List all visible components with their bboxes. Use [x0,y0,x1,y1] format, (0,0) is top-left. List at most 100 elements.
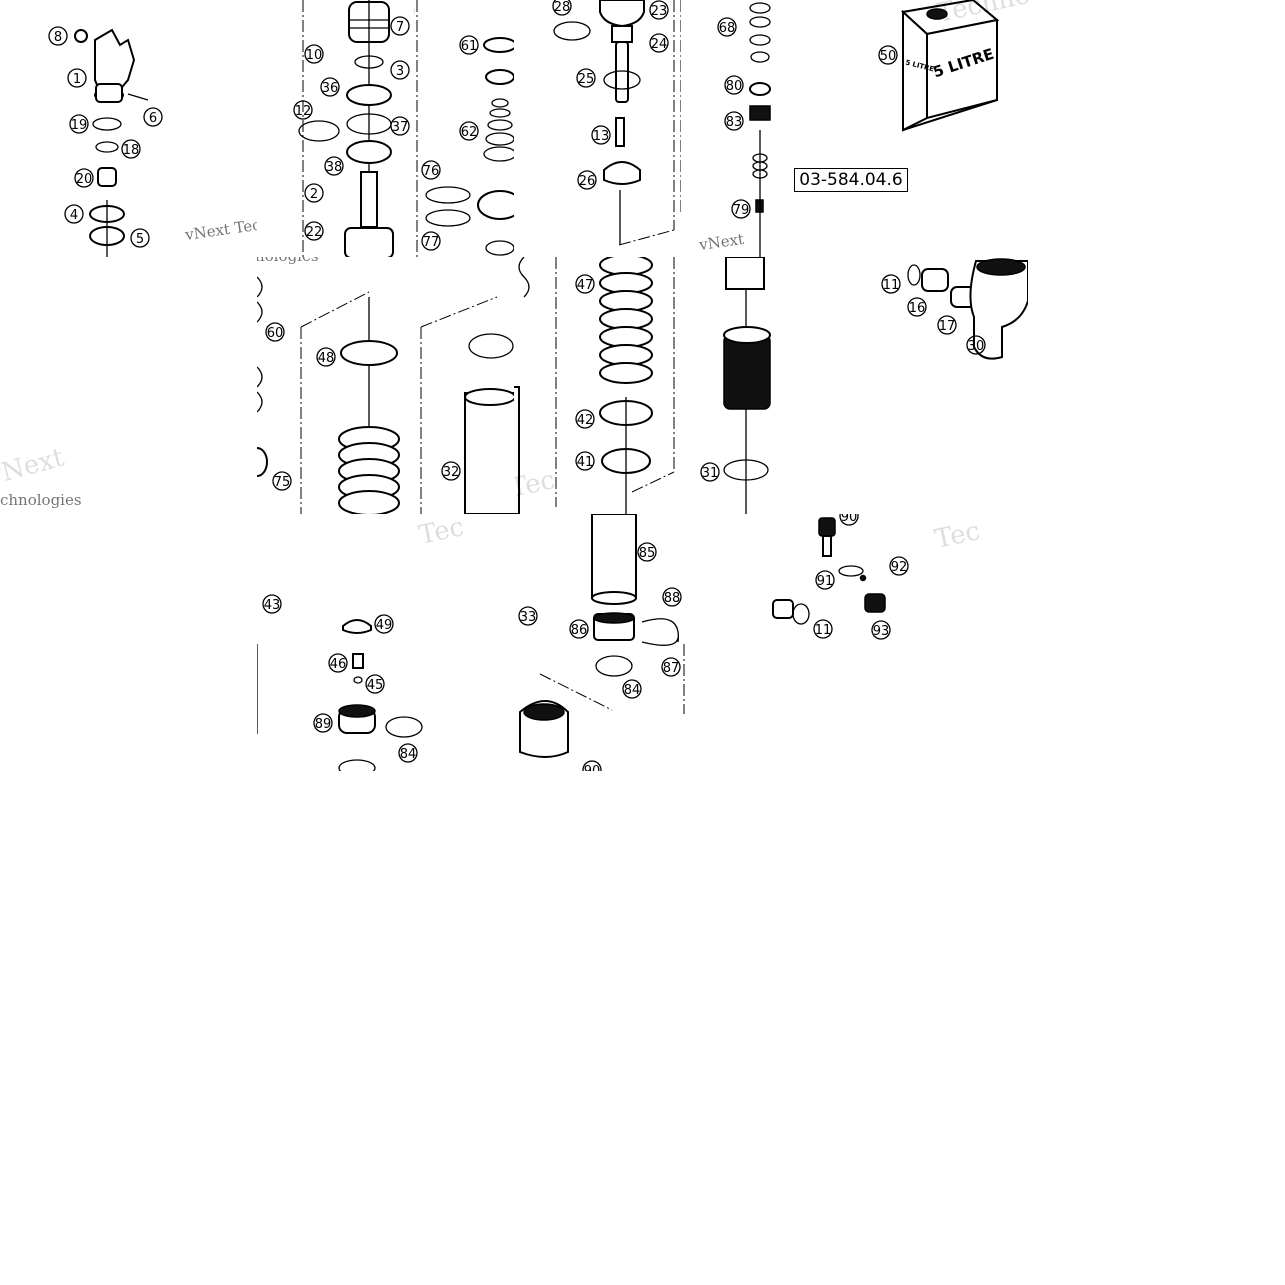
tile-shim-left: 61 62 76 77 [415,0,514,257]
callout-marker: 61 [459,35,479,55]
tile-adjuster: 90 91 92 93 11 Tec [771,514,1028,771]
callout-label: 90 [584,764,601,771]
callout-label: 86 [571,623,588,638]
callout-label: 12 [295,104,312,119]
callout-label: 46 [330,657,347,672]
callout-marker: 79 [731,199,751,219]
callout-label: 11 [815,623,832,638]
callout-marker: 23 [649,0,669,20]
callout-marker: 75 [272,471,292,491]
callout-label: 7 [396,20,404,35]
callout-label: 23 [651,4,668,19]
tile-mount-eye: 11 16 17 30 [771,257,1028,514]
bump-stop [723,326,771,410]
callout-label: 85 [639,546,656,561]
callout-marker: 80 [724,75,744,95]
callout-label: 47 [577,278,594,293]
callouts-t7: 60 75 [265,322,292,491]
callout-label: 18 [123,143,140,158]
callout-marker: 86 [569,619,589,639]
callout-label: 32 [443,465,460,480]
callout-label: 84 [624,683,641,698]
callout-label: 11 [883,278,900,293]
callout-label: 31 [702,466,719,481]
callout-marker: 13 [591,125,611,145]
callout-label: 28 [554,0,571,15]
callout-marker: 83 [724,111,744,131]
watermark-text: chnologies [257,257,319,265]
callouts-t14: 90 91 92 93 11 [813,514,909,640]
callout-marker: 17 [937,315,957,335]
watermark-text: Tec [514,465,558,504]
callout-marker: 32 [441,461,461,481]
callout-label: 13 [593,129,610,144]
callout-label: 5 [136,232,144,247]
callout-marker: 16 [907,297,927,317]
callout-marker: 31 [700,462,720,482]
callout-label: 45 [367,678,384,693]
callout-label: 36 [322,81,339,96]
callout-label: 26 [579,174,596,189]
callout-label: 6 [149,111,157,126]
callout-marker: 87 [661,657,681,677]
callout-marker: 26 [577,170,597,190]
callout-label: 17 [939,319,956,334]
tile-bump-rubber: 31 [680,257,771,514]
callout-label: 92 [891,560,908,575]
callout-marker: 11 [813,619,833,639]
callouts-t13: 33 85 88 86 87 84 90 [518,542,682,771]
callout-label: 41 [577,455,594,470]
callout-label: 3 [396,64,404,79]
tile-reservoir: 33 85 88 86 87 84 90 [514,514,771,771]
callout-marker: 47 [575,274,595,294]
callout-label: 33 [520,610,537,625]
callout-marker: 5 [130,228,150,248]
callouts-t5: 68 80 83 79 [717,17,751,219]
callout-label: 60 [267,326,284,341]
callout-label: 24 [651,37,668,52]
callout-label: 76 [423,164,440,179]
callout-marker: 33 [518,606,538,626]
callouts-t1: 8 1 6 19 18 20 4 5 [48,26,163,248]
tile-shims-right: 68 80 83 79 vNext [680,0,771,257]
callout-marker: 36 [320,77,340,97]
callout-marker: 37 [390,116,410,136]
callout-marker: 48 [316,347,336,367]
callout-label: 75 [274,475,291,490]
callout-marker: 41 [575,451,595,471]
callout-marker: 43 [262,594,282,614]
callout-marker: 84 [622,679,642,699]
callout-marker: 30 [966,335,986,355]
callout-marker: 46 [328,653,348,673]
callout-marker: 92 [889,556,909,576]
callout-label: 90 [841,514,858,525]
callout-label: 80 [726,79,743,94]
callout-label: 48 [318,351,335,366]
callout-label: 68 [719,21,736,36]
callout-marker: 76 [421,160,441,180]
callout-label: 61 [461,39,478,54]
callouts-t10: 31 [700,462,720,482]
callout-label: 43 [264,598,281,613]
callout-label: 20 [76,172,93,187]
callout-marker: 7 [390,16,410,36]
tile-reservoir-cap: 43 49 46 45 89 84 Tec [257,514,514,771]
callouts-t2: 7 10 3 36 12 37 38 2 22 [293,16,410,241]
callout-marker: 4 [64,204,84,224]
callouts-t11: 11 16 17 30 [881,274,986,355]
tile-spring-lower: 60 75 48 32 81 chnologies [257,257,514,514]
callout-label: 91 [817,574,834,589]
watermark-text: Tec [416,514,467,551]
watermark-text: chnologies [0,491,82,509]
callout-marker: 93 [871,620,891,640]
callout-marker: 60 [265,322,285,342]
callout-label: 79 [733,203,750,218]
watermark-text: vNext Technologies [183,205,257,244]
callout-marker: 18 [121,139,141,159]
callout-marker: 28 [552,0,572,16]
callout-label: 8 [54,30,62,45]
callout-marker: 1 [67,68,87,88]
callout-label: 1 [73,72,81,87]
callout-label: 50 [880,49,897,64]
